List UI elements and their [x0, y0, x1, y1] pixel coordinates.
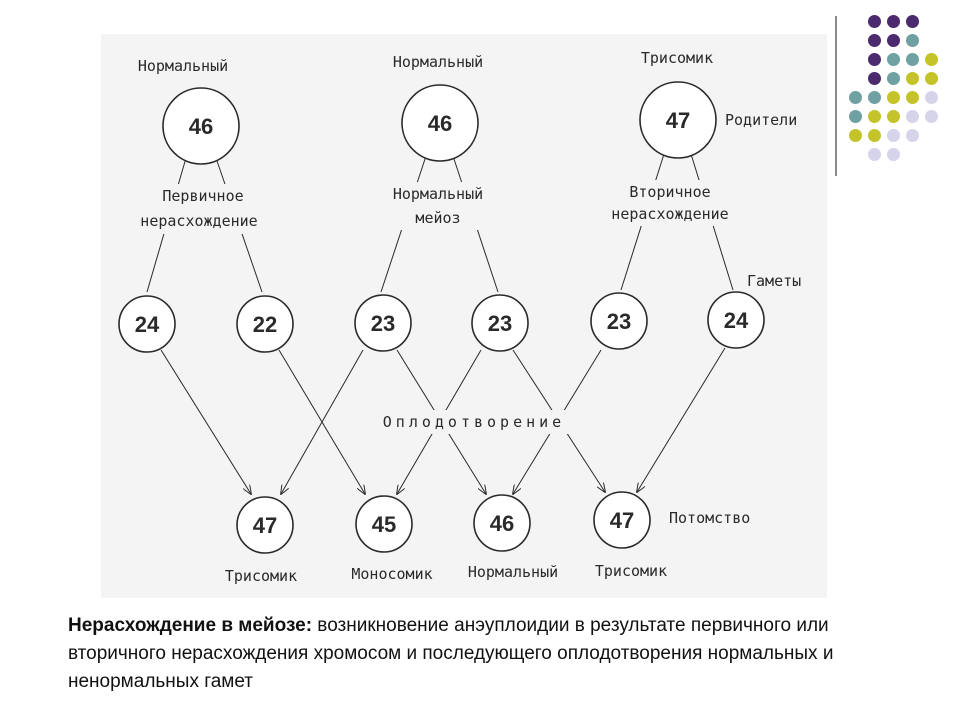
decorative-dot: [868, 148, 881, 161]
decorative-dot: [906, 72, 919, 85]
decorative-dot: [925, 110, 938, 123]
offspring-node-2: 45 Моносомик: [351, 495, 433, 583]
offspring-label-4: Трисомик: [595, 562, 667, 580]
meiosis-label-1: Первичное нерасхождение: [140, 184, 283, 234]
decorative-dot: [868, 110, 881, 123]
svg-text:Нормальный: Нормальный: [393, 185, 483, 203]
svg-text:24: 24: [724, 308, 749, 333]
parent-value-2: 46: [428, 111, 452, 136]
decorative-dot: [868, 15, 881, 28]
decorative-dot: [868, 34, 881, 47]
svg-text:47: 47: [253, 513, 277, 538]
svg-text:45: 45: [372, 512, 396, 537]
parent-node-2: 46 Нормальный: [393, 53, 483, 162]
decorative-dot: [849, 91, 862, 104]
decorative-dot: [887, 15, 900, 28]
offspring-node-3: 46 Нормальный: [468, 494, 558, 581]
gamete-node-1: 24: [118, 295, 176, 353]
svg-text:47: 47: [610, 508, 634, 533]
offspring-label-3: Нормальный: [468, 563, 558, 581]
svg-text:24: 24: [135, 312, 160, 337]
decorative-dot: [887, 53, 900, 66]
gamete-node-5: 23: [590, 292, 648, 350]
offspring-row-label: Потомство: [669, 509, 750, 527]
svg-text:Первичное: Первичное: [162, 187, 243, 205]
svg-text:мейоз: мейоз: [415, 209, 460, 227]
parent-label-2: Нормальный: [393, 53, 483, 71]
gamete-node-6: 24: [707, 291, 765, 349]
decorative-dot: [925, 72, 938, 85]
decorative-dot: [906, 91, 919, 104]
svg-text:нерасхождение: нерасхождение: [611, 205, 728, 223]
offspring-label-2: Моносомик: [351, 565, 432, 583]
meiosis-label-3: Вторичное нерасхождение: [595, 180, 745, 226]
svg-text:23: 23: [488, 311, 512, 336]
nondisjunction-diagram: 46 Нормальный 46 Нормальный 47 Трисомик …: [118, 49, 801, 585]
svg-text:46: 46: [490, 511, 514, 536]
accent-divider: [835, 16, 837, 176]
decorative-dot: [887, 110, 900, 123]
decorative-dot: [887, 34, 900, 47]
svg-text:Вторичное: Вторичное: [629, 183, 710, 201]
parent-value-3: 47: [666, 108, 690, 133]
parent-label-1: Нормальный: [138, 57, 228, 75]
offspring-node-1: 47 Трисомик: [225, 496, 297, 585]
parent-node-1: 46 Нормальный: [138, 57, 240, 165]
decorative-dot: [906, 34, 919, 47]
decorative-dot: [906, 110, 919, 123]
svg-text:нерасхождение: нерасхождение: [140, 212, 257, 230]
diagram-panel: 46 Нормальный 46 Нормальный 47 Трисомик …: [101, 34, 827, 598]
decorative-dot: [887, 91, 900, 104]
parents-row-label: Родители: [725, 111, 797, 129]
svg-text:23: 23: [607, 309, 631, 334]
fertilization-label: Оплодотворение: [383, 413, 565, 431]
decorative-dot: [868, 129, 881, 142]
meiosis-label-2: Нормальный мейоз: [381, 182, 499, 230]
decorative-dot: [887, 72, 900, 85]
decorative-dot: [906, 129, 919, 142]
decorative-dot: [906, 53, 919, 66]
slide-caption: Нерасхождение в мейозе: возникновение ан…: [68, 612, 928, 696]
gamete-node-3: 23: [354, 294, 412, 352]
gamete-node-2: 22: [236, 295, 294, 353]
gamete-node-4: 23: [471, 294, 529, 352]
offspring-label-1: Трисомик: [225, 567, 297, 585]
decorative-dot: [849, 110, 862, 123]
gametes-row-label: Гаметы: [747, 272, 801, 290]
parent-label-3: Трисомик: [641, 49, 713, 67]
decorative-dot: [868, 72, 881, 85]
decorative-dot: [887, 148, 900, 161]
svg-text:22: 22: [253, 312, 277, 337]
decorative-dot: [925, 91, 938, 104]
caption-text: возникновение анэуплоидии в результате п…: [68, 615, 834, 692]
decorative-dot: [868, 91, 881, 104]
decorative-dot: [925, 53, 938, 66]
svg-text:23: 23: [371, 311, 395, 336]
offspring-node-4: 47 Трисомик: [593, 491, 667, 580]
decorative-dot: [868, 53, 881, 66]
decorative-dot: [849, 129, 862, 142]
parent-value-1: 46: [189, 114, 213, 139]
caption-title: Нерасхождение в мейозе:: [68, 615, 313, 636]
decorative-dot: [906, 15, 919, 28]
decorative-dot: [887, 129, 900, 142]
parent-node-3: 47 Трисомик: [639, 49, 717, 159]
